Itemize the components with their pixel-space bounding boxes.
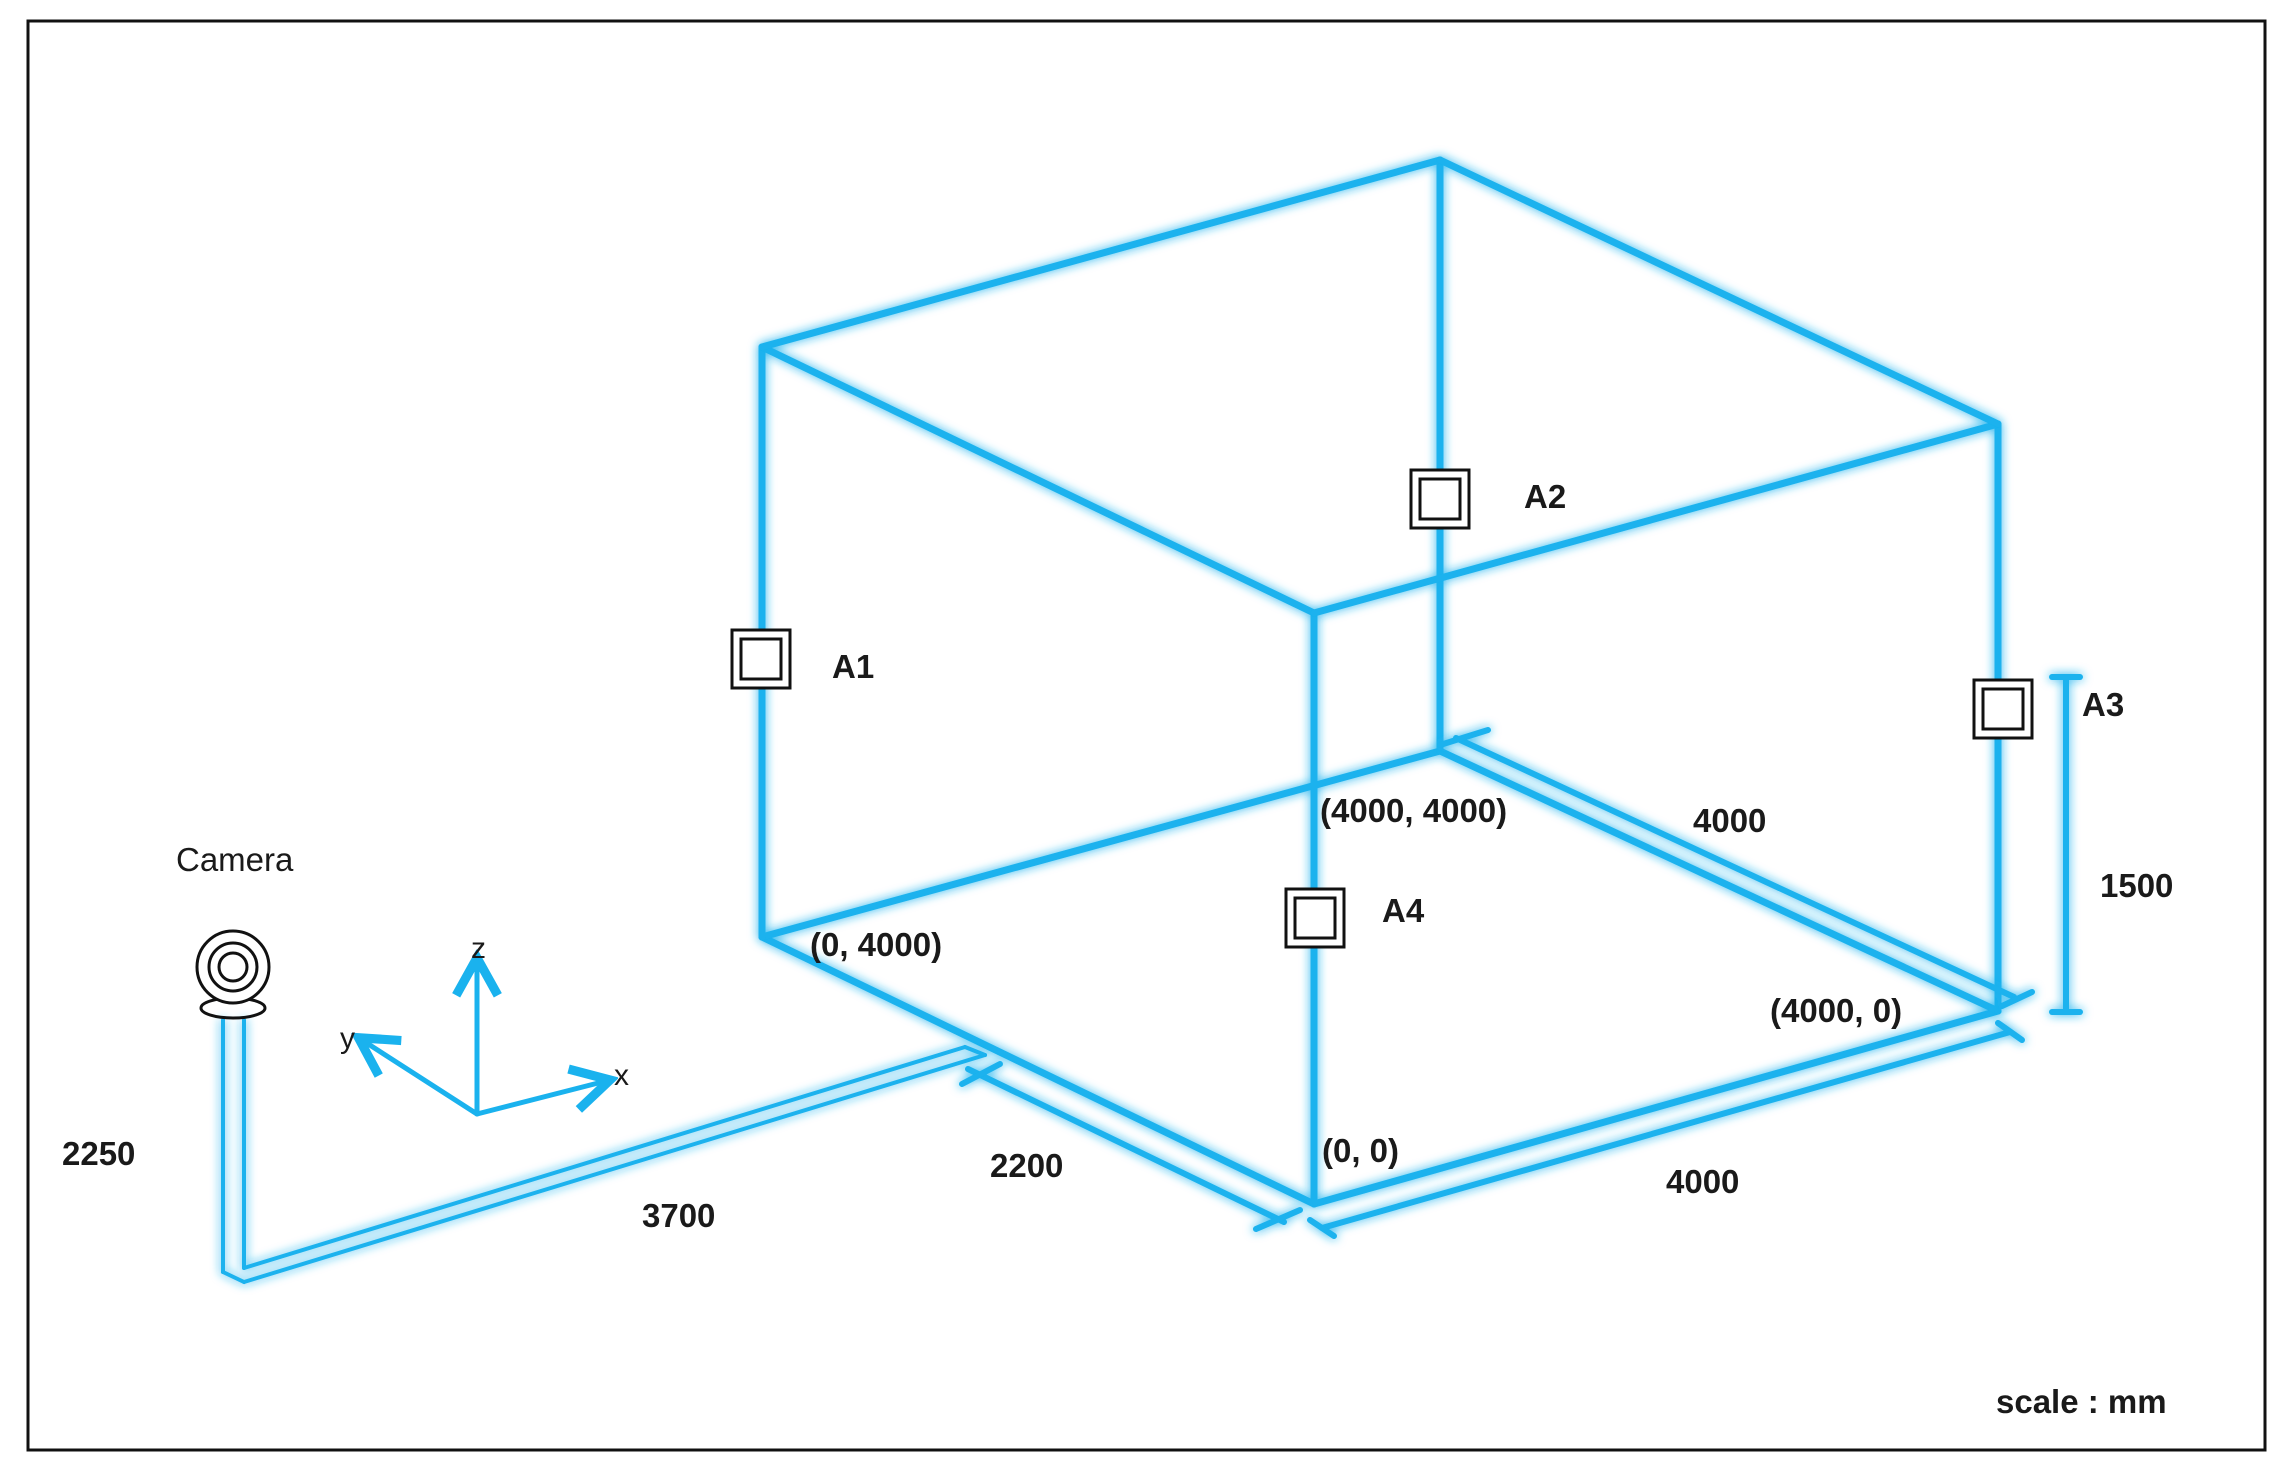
dim-2200-tick-start [959,1061,1003,1087]
dim-label-2200: 2200 [990,1147,1063,1184]
anchor-a4-label: A4 [1382,892,1425,929]
floor-pipe-end [963,1045,987,1057]
dim-label-1500: 1500 [2100,867,2173,904]
floor-pipe-bottom [221,1270,246,1284]
dim-label-4000-front: 4000 [1666,1163,1739,1200]
dim-label-4000-right: 4000 [1693,802,1766,839]
figure-border [26,19,2267,1452]
dim-2200-tick-end [1253,1207,1303,1232]
floor-edge-back-left [758,747,1444,941]
anchor-a3-label: A3 [2082,686,2124,723]
axis-x-label: x [614,1059,629,1092]
coord-back-corner: (4000, 4000) [1320,792,1507,829]
anchor-a1 [730,628,792,690]
anchor-a2-label: A2 [1524,478,1566,515]
dimension-lines [959,674,2083,1239]
scale-note: scale : mm [1996,1383,2167,1420]
floor-pipe-lower [242,1053,987,1284]
anchor-a1-label: A1 [832,648,874,685]
floor-edge-back-right [1436,747,2002,1015]
anchor-a2-inner-icon [1418,477,1462,521]
anchor-a4-inner-icon [1293,896,1337,940]
camera-lens-inner-icon [217,951,249,983]
anchor-a2 [1409,468,1471,530]
camera-label: Camera [176,841,294,878]
anchor-a3 [1972,678,2034,740]
dim-4000-front-tick-end [1995,1020,2025,1043]
dim-4000-right-tick-start [1437,727,1491,748]
ceiling-edge-back-right [1436,156,2002,428]
dim-4000-front-line [1319,1029,2013,1231]
dim-4000-front-tick-start [1307,1217,1337,1239]
axis-x-arrow [474,1081,606,1117]
dim-2200-line [965,1066,1287,1225]
ceiling-edge-back-left [758,156,1444,351]
dim-label-3700: 3700 [642,1197,715,1234]
anchor-a4 [1284,887,1346,949]
room-wireframe [758,156,2002,1208]
dim-4000-right-line [1453,735,2017,1000]
dim-label-camera-height: 2250 [62,1135,135,1172]
camera-lens-outer-icon [207,941,259,993]
floor-pipe-upper [242,1045,967,1270]
axis-z-label: z [471,932,486,965]
axis-y-arrow [362,1040,480,1117]
coord-right-corner: (4000, 0) [1770,992,1902,1029]
coord-left-corner: (0, 4000) [810,926,942,963]
camera-offset-path [221,1018,987,1284]
camera-icon [195,929,271,1020]
ceiling-edge-front-left [758,343,1318,617]
floor-edge-front-left [758,933,1318,1208]
floor-edge-front-right [1310,1007,2002,1208]
anchor-a1-inner-icon [739,637,783,681]
ceiling-edge-front-right [1310,420,2002,617]
axes-gizmo [362,962,606,1117]
dim-4000-right-tick-end [1999,989,2035,1009]
coord-front-corner: (0, 0) [1322,1132,1399,1169]
anchor-a3-inner-icon [1981,687,2025,731]
axis-y-label: y [340,1022,355,1055]
